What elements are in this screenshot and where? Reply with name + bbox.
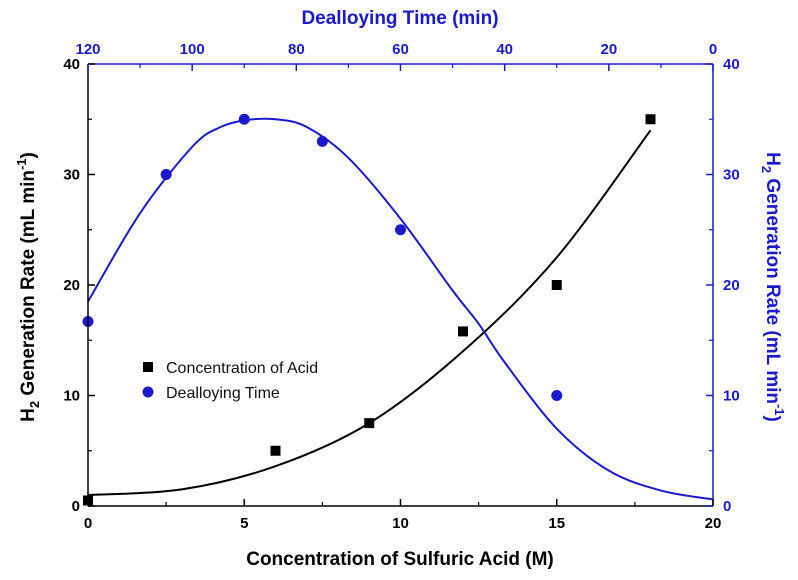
x2-tick-label: 80 <box>288 41 305 58</box>
data-point-acid <box>270 445 281 456</box>
legend-label-acid: Concentration of Acid <box>166 360 318 377</box>
y-tick-label: 40 <box>63 56 80 73</box>
legend-label-dealloying: Dealloying Time <box>166 385 280 402</box>
data-point-acid <box>551 280 562 290</box>
y-tick-label: 20 <box>63 277 80 294</box>
data-point-acid <box>364 418 375 429</box>
y2-axis-title: H2 Generation Rate (mL min-1) <box>759 152 787 422</box>
y-tick-label: 0 <box>72 498 80 515</box>
legend-marker-dealloying <box>142 386 154 398</box>
y2-tick-label: 10 <box>723 388 740 405</box>
y2-axis-title-part: Generation Rate (mL min <box>762 173 783 404</box>
y-axis-title-part: ) <box>18 152 39 158</box>
legend-marker-acid <box>143 362 153 372</box>
y-tick-label: 30 <box>63 167 80 184</box>
y-axis-title: H2 Generation Rate (mL min-1) <box>14 152 42 422</box>
y-axis-title-part: H <box>18 408 39 422</box>
x2-tick-label: 20 <box>600 41 617 58</box>
y2-tick-label: 40 <box>723 56 740 73</box>
x2-tick-label: 120 <box>75 41 100 58</box>
x2-tick-label: 40 <box>496 41 513 58</box>
x2-axis-title: Dealloying Time (min) <box>301 8 498 29</box>
y-tick-label: 10 <box>63 388 80 405</box>
y2-axis-title-sup: -1 <box>772 404 787 416</box>
y-axis-title-sup: -1 <box>14 158 29 170</box>
fit-curve-acid <box>87 129 652 496</box>
data-point-dealloying <box>238 113 250 125</box>
data-point-dealloying <box>160 169 172 180</box>
x-axis-title: Concentration of Sulfuric Acid (M) <box>246 549 554 570</box>
y2-axis-title-part: H <box>762 152 783 166</box>
x-tick-label: 15 <box>548 515 565 532</box>
data-markers <box>82 113 656 506</box>
data-point-acid <box>645 114 656 125</box>
data-point-dealloying <box>316 135 328 147</box>
data-point-acid <box>458 326 468 337</box>
y2-axis-title-sub: 2 <box>759 166 774 173</box>
fit-curves <box>87 117 714 501</box>
fit-curve-dealloying <box>87 117 714 501</box>
x2-tick-label: 100 <box>180 41 205 58</box>
y2-tick-label: 30 <box>723 167 740 184</box>
x-tick-label: 0 <box>84 515 92 532</box>
y2-tick-label: 20 <box>723 277 740 294</box>
x-tick-label: 10 <box>392 515 409 532</box>
x2-tick-label: 60 <box>392 41 409 58</box>
x-tick-label: 20 <box>705 515 722 532</box>
data-point-dealloying <box>551 390 563 401</box>
y2-axis-title-part: ) <box>762 416 783 422</box>
data-point-dealloying <box>395 224 406 236</box>
x2-tick-label: 0 <box>709 41 717 58</box>
y-axis-title-sub: 2 <box>27 401 42 408</box>
y-axis-title-part: Generation Rate (mL min <box>18 170 39 401</box>
x-tick-label: 5 <box>240 515 248 532</box>
y2-tick-label: 0 <box>723 498 731 515</box>
